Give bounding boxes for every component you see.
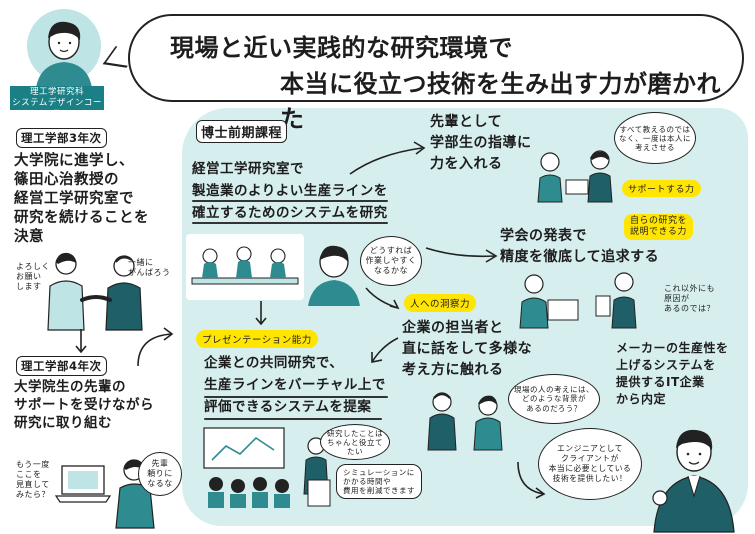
arrow-to-joint-research-icon xyxy=(371,337,399,363)
year4-line: 大学院生の先輩の xyxy=(14,379,126,395)
useful-speech: 研究したことは ちゃんと役立てたい xyxy=(320,424,390,460)
arrow-to-insight-icon xyxy=(365,287,400,310)
arrow-down-icon xyxy=(255,301,267,326)
joint-research-underline xyxy=(204,418,382,420)
conference-line: 精度を徹底して追求する xyxy=(500,249,660,265)
research-underline xyxy=(192,200,388,202)
talk-text: 企業の担当者と 直に話をして多様な 考え方に触れる xyxy=(402,318,532,381)
together-speech: 一緒に がんばろう xyxy=(128,258,171,277)
joint-research-line: 生産ラインをバーチャル上で xyxy=(204,377,386,393)
other-causes-speech: これ以外にも 原因が あるのでは？ xyxy=(664,284,715,313)
graduate-in-suit-illustration xyxy=(652,429,735,533)
year4-label: 理工学部4年次 xyxy=(16,356,107,376)
doctoral-label: 博士前期課程 xyxy=(196,120,288,143)
down-arrow-icon xyxy=(75,329,87,354)
offer-line: から内定 xyxy=(616,392,667,406)
lab-workers-illustration xyxy=(191,246,299,285)
support-badge: サポートする力 xyxy=(622,180,701,197)
profile-plate: 理工学研究科 システムデザインコース xyxy=(10,86,104,119)
year3-line: 大学院に進学し、 xyxy=(14,153,134,169)
mentor-line: 先輩として xyxy=(430,114,503,130)
plate-line-1: 理工学研究科 xyxy=(29,87,84,97)
arrow-to-conference-icon xyxy=(425,247,498,263)
arrow-to-mentor-icon xyxy=(349,141,426,175)
year3-text: 大学院に進学し、 篠田心治教授の 経営工学研究室で 研究を続けることを 決意 xyxy=(14,152,180,247)
offer-line: 提供するIT企業 xyxy=(616,375,705,389)
student-portrait-illustration xyxy=(27,9,101,88)
mentor-speech: すべて教えるのではなく、一度は本人に考えさせる xyxy=(614,112,696,164)
audience-presentation-illustration xyxy=(203,427,331,508)
handshake-illustration xyxy=(47,252,143,331)
headline-line-1: 現場と近い実践的な研究環境で xyxy=(170,34,513,62)
plate-line-2: システムデザインコース xyxy=(12,98,102,119)
year3-line: 決意 xyxy=(14,229,44,245)
year4-text: 大学院生の先輩の サポートを受けながら 研究に取り組む xyxy=(14,378,154,432)
joint-research-line: 評価できるシステムを提案 xyxy=(204,399,372,415)
presentation-review-illustration xyxy=(519,272,637,329)
arrow-to-offer-icon xyxy=(517,461,546,499)
research-line: 製造業のよりよい生産ラインを xyxy=(192,183,388,199)
conference-text: 学会の発表で 精度を徹底して追求する xyxy=(500,226,659,268)
think-speech: どうすれば 作業しやすく なるかな xyxy=(360,236,422,286)
offer-text: メーカーの生産性を 上げるシステムを 提供するIT企業 から内定 xyxy=(616,340,729,408)
year4-line: 研究に取り組む xyxy=(14,415,112,431)
year4-line: サポートを受けながら xyxy=(14,397,154,413)
year3-label: 理工学部3年次 xyxy=(16,128,107,148)
offer-line: メーカーの生産性を xyxy=(616,341,729,355)
talk-line: 企業の担当者と xyxy=(402,320,504,336)
headline-bubble: 現場と近い実践的な研究環境で 本当に役立つ技術を生み出す力が磨かれた xyxy=(128,14,744,133)
mentoring-pair-illustration xyxy=(537,150,613,203)
year3-line: 篠田心治教授の xyxy=(14,172,119,188)
joint-research-underline xyxy=(204,396,388,398)
thinking-student-illustration xyxy=(308,245,360,306)
headline-line-2: 本当に役立つ技術を生み出す力が磨かれた xyxy=(280,70,721,133)
year3-line: 経営工学研究室で xyxy=(14,191,134,207)
year3-line: 研究を続けることを xyxy=(14,210,149,226)
mentor-text: 先輩として 学部生の指導に 力を入れる xyxy=(430,112,532,175)
talk-line: 考え方に触れる xyxy=(402,362,504,378)
senpai-speech: 先輩 頼りに なるな xyxy=(138,452,182,496)
research-line: 経営工学研究室で xyxy=(192,161,304,177)
research-text: 経営工学研究室で 製造業のよりよい生産ラインを 確立するためのシステムを研究 xyxy=(192,158,388,224)
curved-arrow-icon xyxy=(137,327,174,367)
talk-line: 直に話をして多様な xyxy=(402,341,533,357)
simulation-speech: シミュレーションに かかる時間や 費用を削減できます xyxy=(336,464,422,499)
offer-line: 上げるシステムを xyxy=(616,358,716,372)
explain-badge: 自らの研究を 説明できる力 xyxy=(624,214,694,240)
mentor-line: 力を入れる xyxy=(430,156,503,172)
mentor-line: 学部生の指導に xyxy=(430,135,532,151)
joint-research-line: 企業との共同研究で、 xyxy=(204,355,344,371)
review-speech: もう一度 ここを 見直して みたら？ xyxy=(16,460,50,499)
greeting-speech: よろしく お願い します xyxy=(16,262,50,291)
insight-badge: 人への洞察力 xyxy=(404,294,477,312)
engineer-speech: エンジニアとして クライアントが 本当に必要としている 技術を提供したい！ xyxy=(538,428,642,500)
conference-line: 学会の発表で xyxy=(500,228,587,244)
presentation-badge: プレゼンテーション能力 xyxy=(196,330,318,348)
research-underline xyxy=(192,222,388,224)
joint-research-text: 企業との共同研究で、 生産ラインをバーチャル上で 評価できるシステムを提案 xyxy=(204,352,386,418)
field-speech: 現場の人の考えには、 どのような背景が あるのだろう？ xyxy=(508,374,600,424)
research-line: 確立するためのシステムを研究 xyxy=(192,205,388,221)
company-meeting-illustration xyxy=(427,392,503,451)
